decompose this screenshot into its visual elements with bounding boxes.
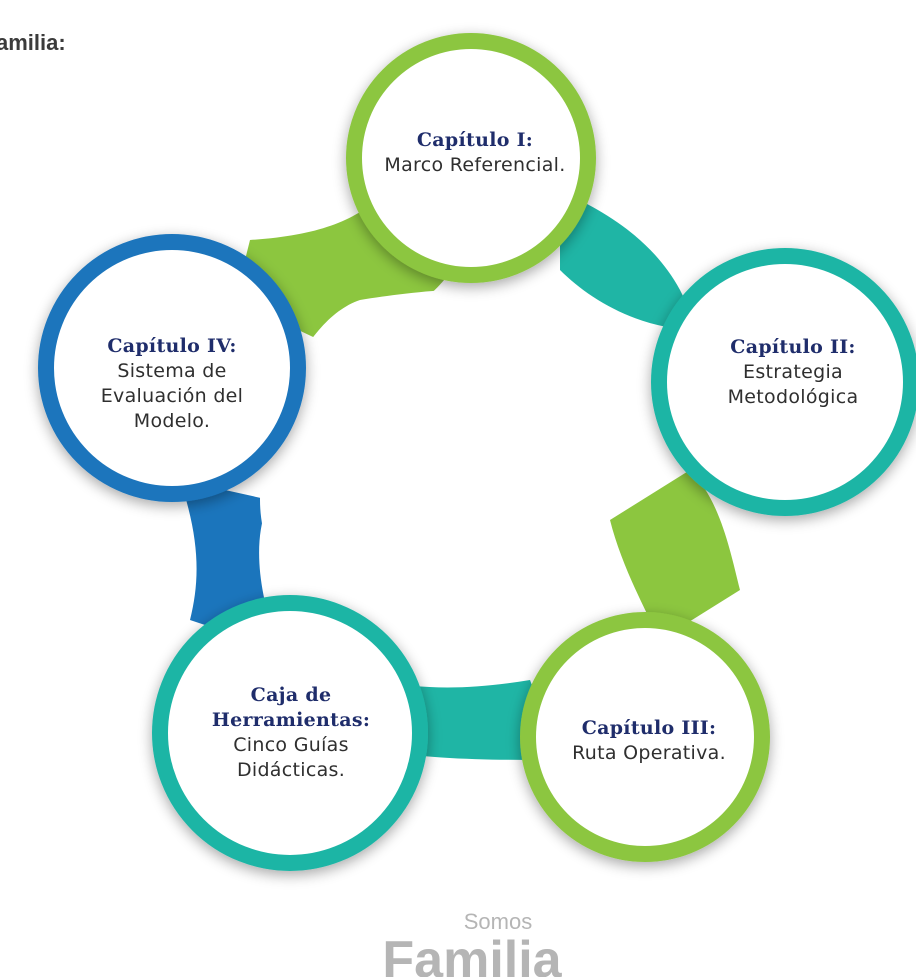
node-cap4-desc-1: Sistema de — [117, 360, 227, 382]
node-cap2: Capítulo II: Estrategia Metodológica — [693, 335, 893, 410]
node-cap4: Capítulo IV: Sistema de Evaluación del M… — [72, 334, 272, 434]
node-cap4-desc-2: Evaluación del — [100, 385, 244, 407]
node-caja-title-2: Herramientas: — [211, 709, 371, 731]
node-cap3-title: Capítulo III: — [581, 717, 717, 739]
node-cap2-desc-1: Estrategia — [743, 361, 843, 383]
node-circle-cap4 — [38, 234, 306, 502]
node-cap3: Capítulo III: Ruta Operativa. — [549, 716, 749, 766]
node-cap1: Capítulo I: Marco Referencial. — [375, 128, 575, 178]
connector-cap1-cap2 — [560, 190, 700, 330]
header-partial-text: amilia: — [0, 30, 66, 55]
node-cap2-title: Capítulo II: — [730, 336, 856, 358]
node-cap1-desc-1: Marco Referencial. — [384, 154, 566, 176]
node-cap1-title: Capítulo I: — [416, 129, 534, 151]
node-caja: Caja de Herramientas: Cinco Guías Didáct… — [191, 683, 391, 783]
node-circle-caja — [152, 595, 428, 871]
node-caja-desc-2: Didácticas. — [236, 759, 346, 781]
node-cap3-desc-1: Ruta Operativa. — [572, 742, 726, 764]
node-circle-cap3 — [520, 612, 770, 862]
node-caja-title-1: Caja de — [250, 684, 332, 706]
node-cap4-title: Capítulo IV: — [107, 335, 237, 357]
node-cap4-desc-3: Modelo. — [133, 410, 211, 432]
node-circle-cap1 — [346, 33, 596, 283]
connector-cap2-cap3 — [610, 470, 740, 640]
node-circle-cap2 — [651, 248, 916, 516]
node-caja-desc-1: Cinco Guías — [233, 734, 349, 756]
center-area — [260, 288, 635, 652]
node-cap2-desc-2: Metodológica — [727, 386, 859, 408]
